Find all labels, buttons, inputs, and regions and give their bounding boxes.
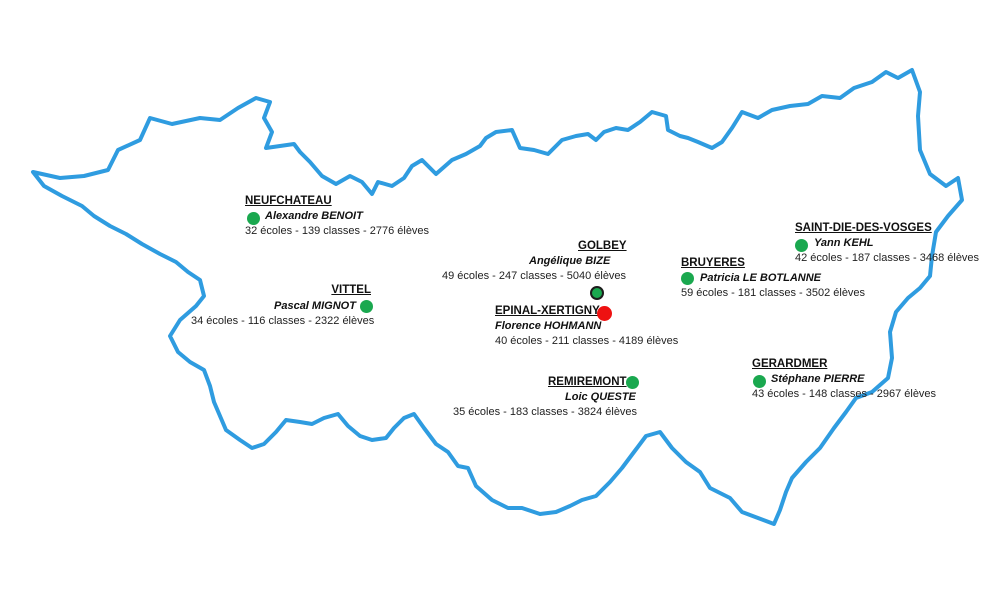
circonscription-vittel: VITTEL bbox=[191, 284, 371, 296]
school-stats: 42 écoles - 187 classes - 3468 élèves bbox=[795, 252, 980, 264]
inspector-name: Stéphane PIERRE bbox=[771, 373, 865, 385]
school-stats: 49 écoles - 247 classes - 5040 élèves bbox=[442, 270, 627, 282]
school-stats: 43 écoles - 148 classes - 2967 élèves bbox=[752, 388, 937, 400]
map-marker[interactable] bbox=[753, 375, 766, 388]
circonscription-name: NEUFCHATEAU bbox=[245, 195, 332, 207]
circonscription-name: GOLBEY bbox=[578, 240, 627, 252]
circonscription-saint-die: SAINT-DIE-DES-VOSGES Yann KEHL 42 écoles… bbox=[795, 222, 979, 264]
map-marker[interactable] bbox=[247, 212, 260, 225]
circonscription-bruyeres: BRUYERES Patricia LE BOTLANNE 59 écoles … bbox=[681, 257, 865, 299]
school-stats: 32 écoles - 139 classes - 2776 élèves bbox=[245, 225, 430, 237]
inspector-name: Florence HOHMANN bbox=[495, 320, 602, 332]
department-outline bbox=[31, 68, 964, 526]
circonscription-name: VITTEL bbox=[331, 284, 371, 296]
circonscription-name: SAINT-DIE-DES-VOSGES bbox=[795, 222, 932, 234]
circonscription-name: BRUYERES bbox=[681, 257, 745, 269]
circonscription-name: REMIREMONT bbox=[548, 376, 627, 388]
school-stats: 40 écoles - 211 classes - 4189 élèves bbox=[495, 335, 679, 347]
school-stats: 59 écoles - 181 classes - 3502 élèves bbox=[681, 287, 866, 299]
school-stats: 35 écoles - 183 classes - 3824 élèves bbox=[453, 406, 638, 418]
map-marker[interactable] bbox=[360, 300, 373, 313]
circonscription-gerardmer: GERARDMER Stéphane PIERRE 43 écoles - 14… bbox=[752, 358, 936, 400]
inspector-name: Pascal MIGNOT bbox=[274, 300, 356, 312]
circonscription-vittel-details: Pascal MIGNOT 34 écoles - 116 classes - … bbox=[191, 300, 374, 327]
map-marker[interactable] bbox=[681, 272, 694, 285]
school-stats: 34 écoles - 116 classes - 2322 élèves bbox=[191, 315, 375, 327]
map-marker[interactable] bbox=[590, 286, 604, 300]
map-marker[interactable] bbox=[626, 376, 639, 389]
inspector-name: Loic QUESTE bbox=[565, 391, 636, 403]
circonscription-neufchateau: NEUFCHATEAU Alexandre BENOIT 32 écoles -… bbox=[245, 195, 429, 237]
circonscription-name: EPINAL-XERTIGNY bbox=[495, 305, 600, 317]
inspector-name: Angélique BIZE bbox=[529, 255, 611, 267]
circonscription-remiremont: REMIREMONT Loic QUESTE 35 écoles - 183 c… bbox=[453, 376, 637, 418]
inspector-name: Patricia LE BOTLANNE bbox=[700, 272, 822, 284]
map-marker[interactable] bbox=[795, 239, 808, 252]
map-marker-hq[interactable] bbox=[597, 306, 612, 321]
inspector-name: Yann KEHL bbox=[814, 237, 874, 249]
circonscription-name: GERARDMER bbox=[752, 358, 828, 370]
inspector-name: Alexandre BENOIT bbox=[265, 210, 363, 222]
circonscription-golbey: GOLBEY Angélique BIZE 49 écoles - 247 cl… bbox=[442, 240, 627, 282]
circonscription-epinal: EPINAL-XERTIGNY Florence HOHMANN 40 écol… bbox=[495, 305, 678, 347]
